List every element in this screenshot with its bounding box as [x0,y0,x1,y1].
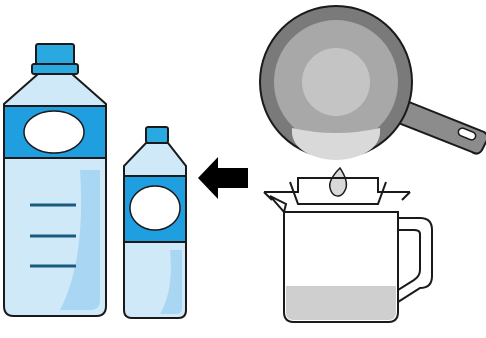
pan-center [302,48,370,116]
pan-handle [396,100,486,154]
large-bottle-label [24,111,84,153]
arrow-left-icon [198,157,248,199]
jug-spout [270,196,286,212]
small-bottle-label [130,186,180,230]
large-bottle-neck-ring [32,64,78,74]
oil-drop-icon [330,168,347,196]
jug-liquid [286,286,396,320]
funnel-lip-right [402,192,410,200]
small-bottle-icon [124,127,186,318]
large-bottle-cap [36,44,74,66]
frying-pan-icon [260,6,486,160]
small-bottle-cap [146,127,168,143]
jug-handle [398,218,432,302]
measuring-jug-icon [270,196,432,322]
large-bottle-icon [4,44,106,316]
